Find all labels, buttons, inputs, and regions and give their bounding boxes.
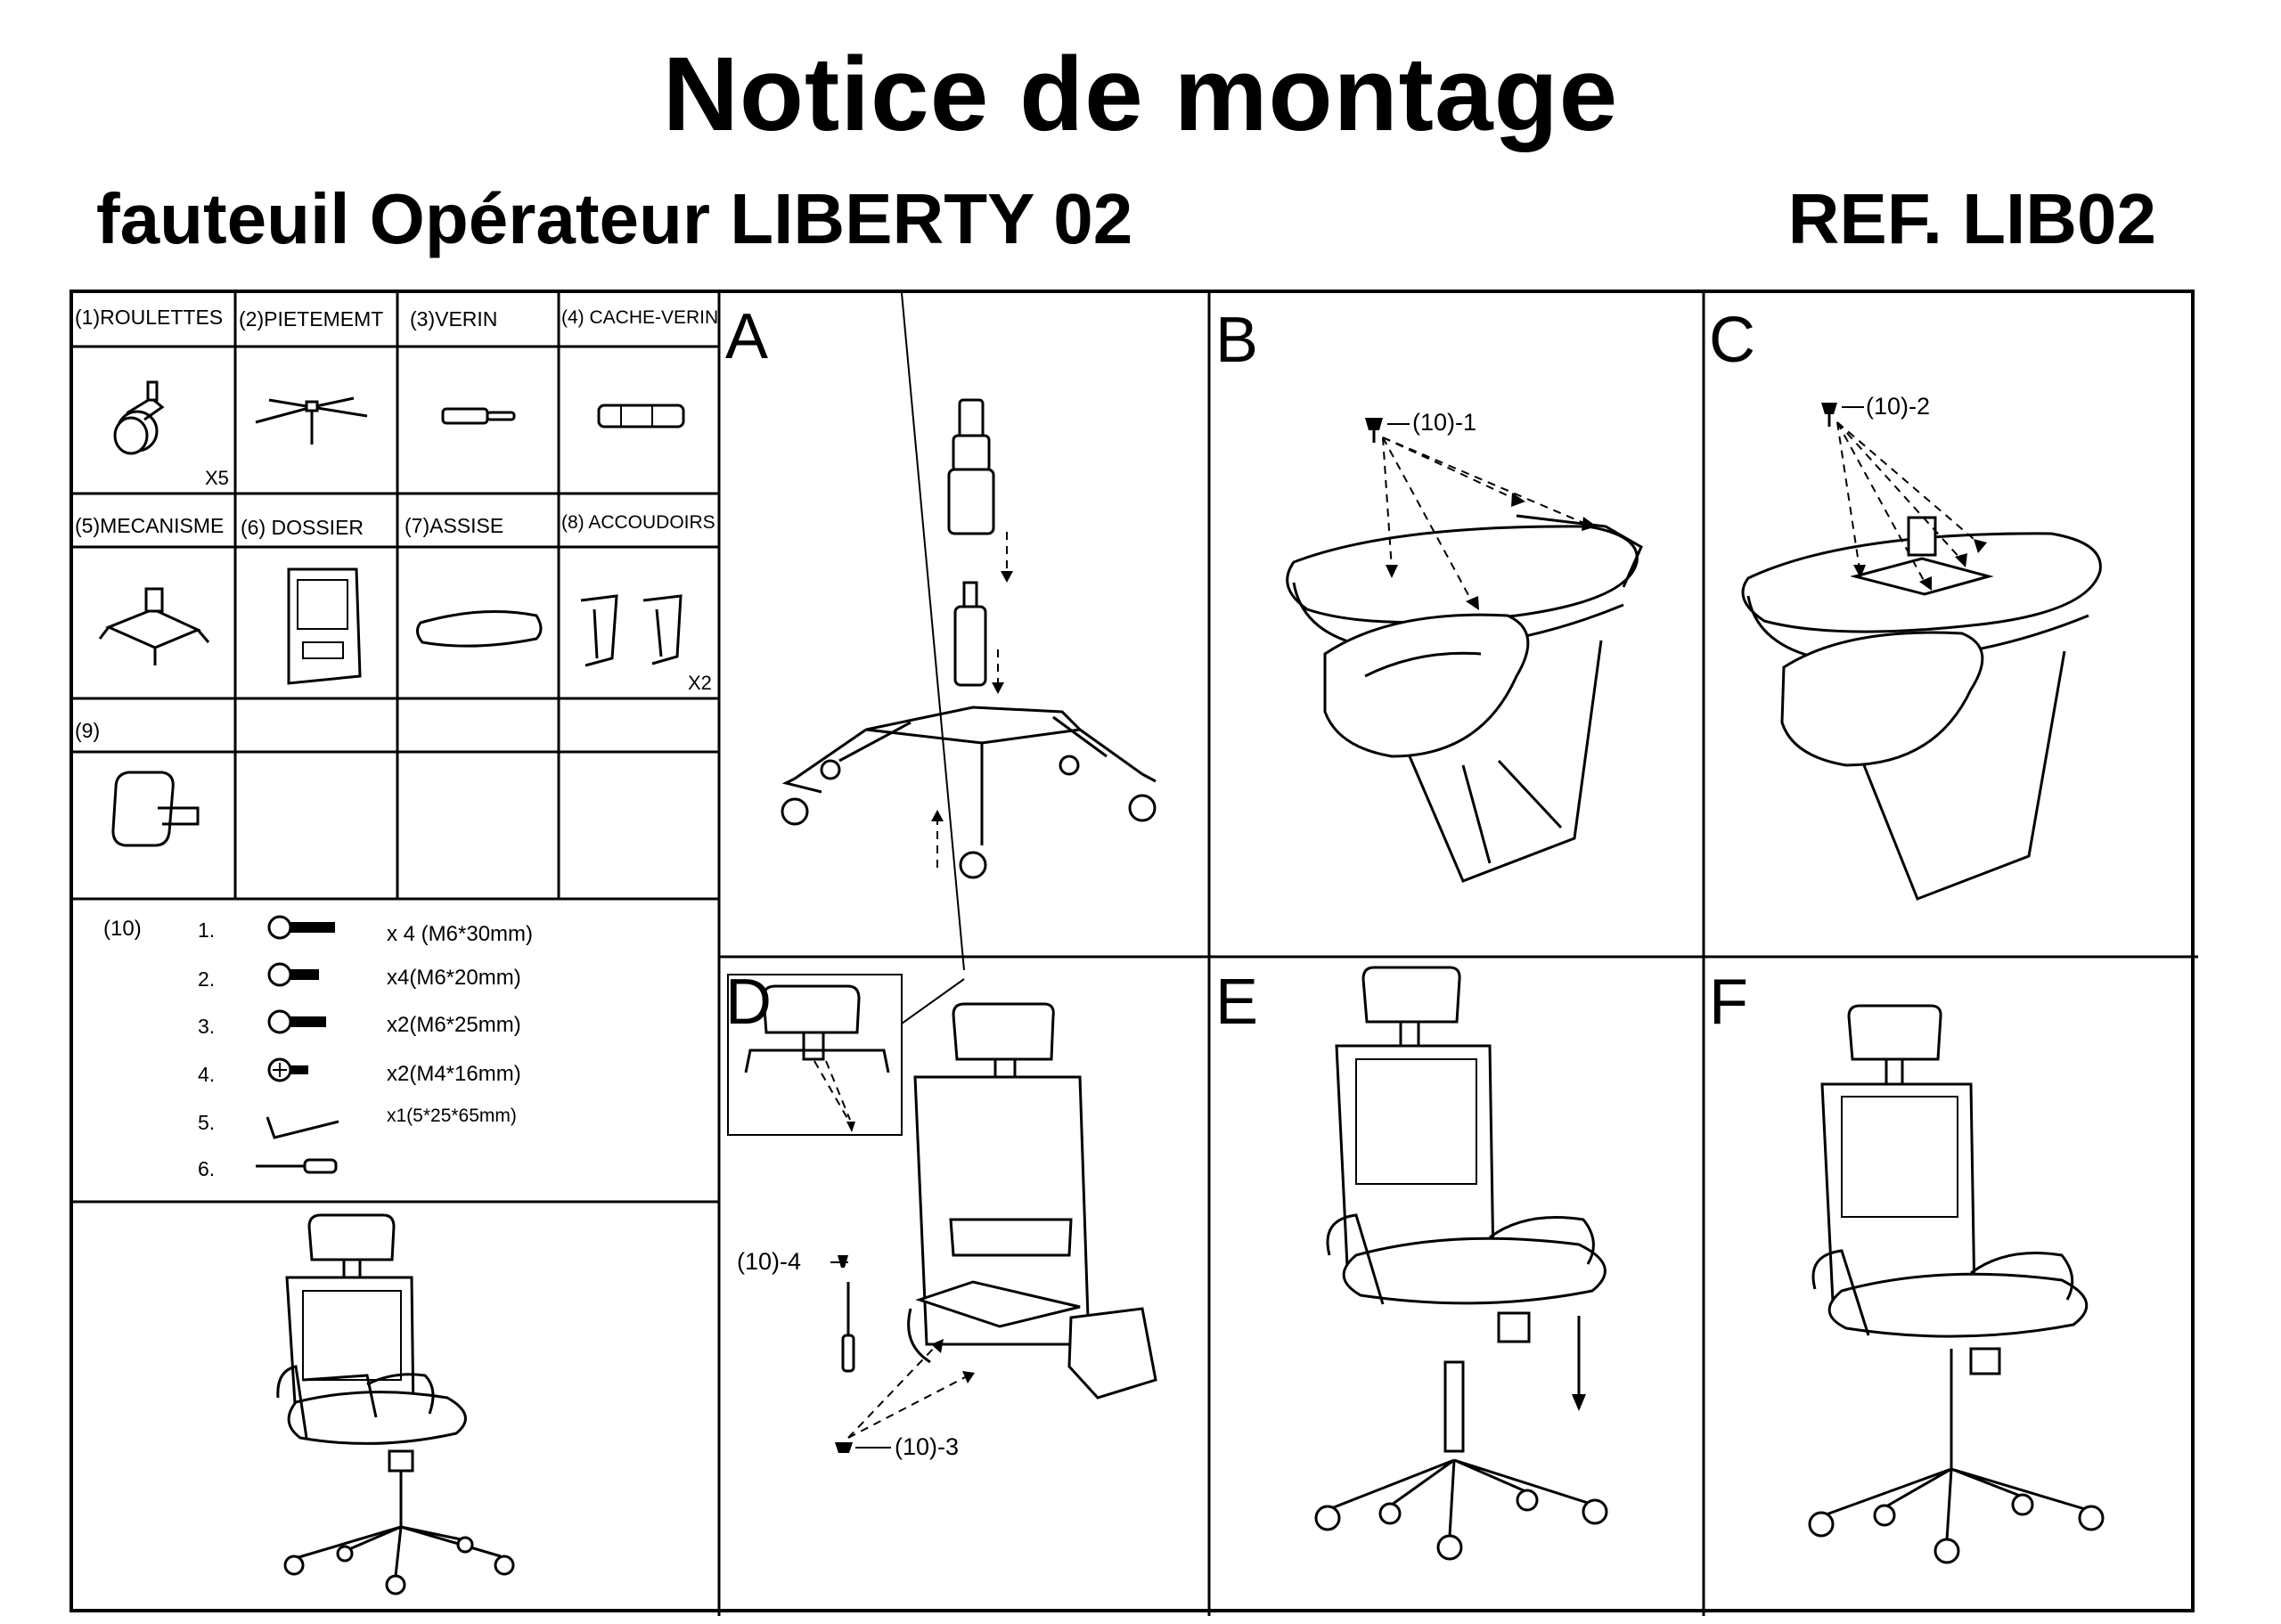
hardware-size-1: x 4 (M6*30mm)	[387, 922, 534, 946]
hardware-size-5: x1(5*25*65mm)	[387, 1106, 517, 1126]
lift-cover-icon	[597, 404, 685, 428]
hardware-group-label: (10)	[103, 917, 142, 941]
step-a-illustration	[781, 398, 1157, 879]
backrest-icon	[287, 567, 362, 685]
part-label-roulettes: (1)ROULETTES	[75, 306, 224, 329]
caster-wheel-icon	[113, 380, 165, 455]
assembly-sheet: (1)ROULETTES (2)PIETEMEMT (3)VERIN (4) C…	[69, 290, 2198, 1616]
hardware-size-2: x4(M6*20mm)	[387, 966, 521, 990]
hardware-size-4: x2(M4*16mm)	[387, 1062, 521, 1086]
part-qty-roulettes: X5	[205, 467, 229, 489]
step-b-illustration	[1286, 418, 1643, 883]
hardware-icons	[256, 915, 339, 1174]
step-f-illustration	[1808, 1004, 2105, 1564]
callout-10-2: (10)-2	[1866, 393, 1931, 420]
armrests-icon	[580, 594, 683, 667]
product-name: fauteuil Opérateur LIBERTY 02	[96, 179, 1133, 258]
finished-chair-illustration	[276, 1213, 515, 1595]
hardware-num-3: 3.	[198, 1015, 216, 1038]
hardware-num-1: 1.	[198, 918, 216, 942]
grid-lines	[73, 293, 2198, 1616]
part-label-dossier: (6) DOSSIER	[241, 516, 364, 539]
step-e-illustration	[1314, 966, 1608, 1561]
step-letter-a: A	[725, 301, 769, 372]
step-letter-b: B	[1215, 305, 1259, 376]
seat-icon	[416, 610, 543, 648]
step-letter-f: F	[1709, 967, 1748, 1038]
hardware-num-6: 6.	[198, 1157, 216, 1180]
headrest-icon	[111, 771, 200, 847]
hardware-num-4: 4.	[198, 1063, 216, 1086]
step-letter-c: C	[1709, 305, 1755, 376]
star-base-icon	[255, 396, 368, 445]
part-label-assise: (7)ASSISE	[405, 514, 504, 537]
part-label-cache-verin: (4) CACHE-VERIN	[561, 307, 719, 328]
hardware-num-5: 5.	[198, 1111, 216, 1134]
tilt-mechanism-icon	[98, 587, 210, 665]
step-d-illustration	[727, 292, 1157, 1453]
callout-10-1: (10)-1	[1412, 409, 1477, 436]
document-title: Notice de montage	[662, 36, 1619, 153]
hardware-num-2: 2.	[198, 967, 216, 991]
gas-lift-icon	[441, 407, 516, 425]
part-label-accoudoirs: (8) ACCOUDOIRS	[561, 512, 715, 533]
part-qty-accoudoirs: X2	[688, 672, 712, 694]
hardware-size-3: x2(M6*25mm)	[387, 1013, 521, 1037]
product-reference: REF. LIB02	[1787, 179, 2156, 258]
step-letter-e: E	[1215, 967, 1259, 1038]
part-label-pietement: (2)PIETEMEMT	[239, 307, 384, 331]
part-label-headrest: (9)	[75, 719, 101, 742]
callout-10-3: (10)-3	[895, 1433, 960, 1460]
step-c-illustration	[1741, 403, 2102, 901]
sheet-artwork	[73, 292, 2198, 1616]
part-label-mecanisme: (5)MECANISME	[75, 514, 225, 537]
part-label-verin: (3)VERIN	[410, 307, 498, 331]
step-letter-d: D	[725, 967, 772, 1038]
callout-10-4: (10)-4	[737, 1248, 802, 1275]
